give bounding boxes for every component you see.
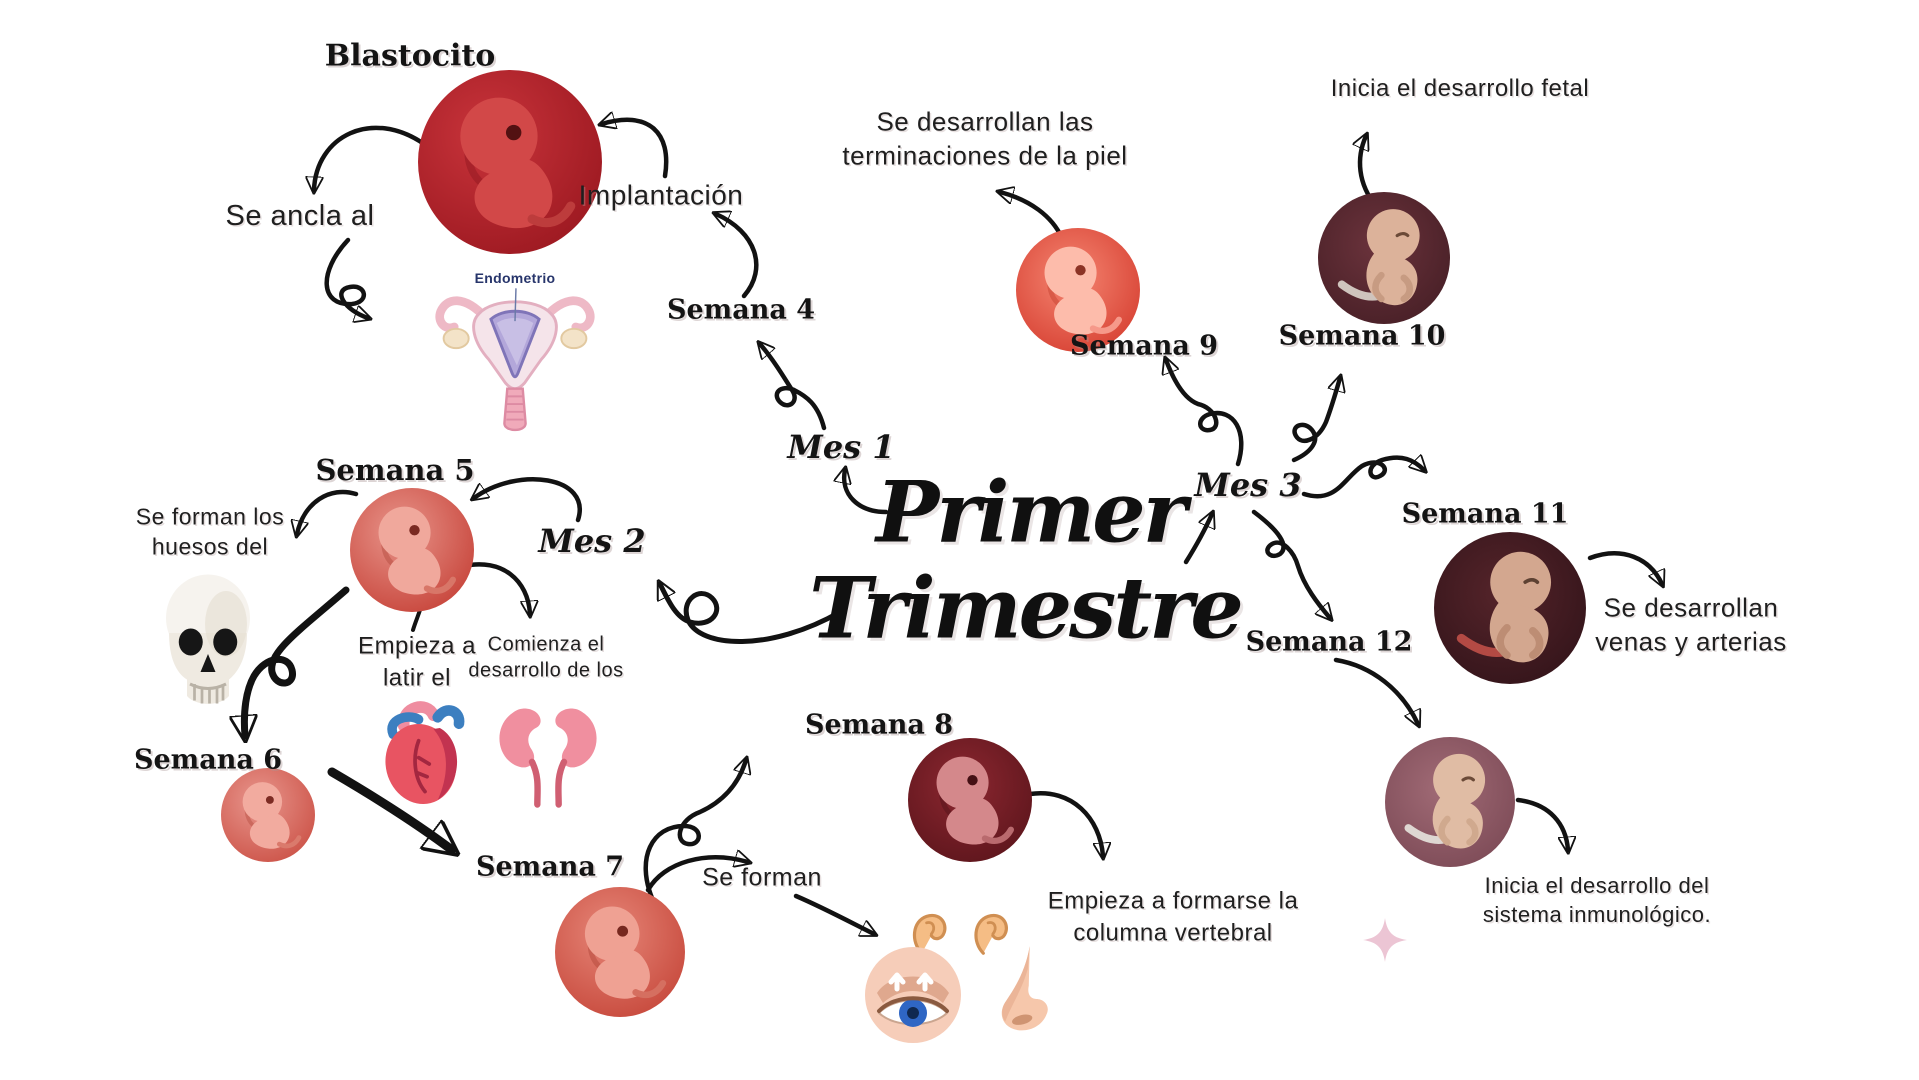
arrow-semana4-to-implantacion	[716, 214, 759, 299]
arrow-semana12-to-embryo	[1333, 657, 1418, 724]
embryo-image-semana10	[1318, 192, 1450, 324]
skull-icon	[160, 572, 256, 724]
month-label-mes1: Mes 1	[787, 428, 895, 466]
arrow-senses-note-to-icons	[793, 893, 874, 934]
page-title-line1: Primer	[876, 462, 1187, 562]
embryo-image-semana7	[555, 887, 685, 1017]
kidneys-icon	[489, 700, 607, 812]
nose-icon	[992, 940, 1058, 1040]
blastocito-label: Blastocito	[324, 38, 496, 74]
ear-icon	[968, 910, 1013, 958]
week-label-semana7: Semana 7	[475, 851, 625, 883]
sparkle-icon	[1363, 918, 1407, 962]
page-title-line2: Trimestre	[809, 558, 1244, 658]
uterus-icon	[433, 262, 597, 442]
arrow-title-to-mes3	[1183, 514, 1212, 565]
note-se-ancla: Se ancla al	[225, 199, 375, 232]
week-label-semana4: Semana 4	[666, 294, 816, 326]
endometrio-label: Endometrio	[474, 270, 556, 286]
arrow-semana11-to-vessels-note	[1587, 551, 1662, 584]
embryo-image-semana5	[350, 488, 474, 612]
week-label-semana6: Semana 6	[133, 744, 283, 776]
note-implantacion: Implantación	[578, 179, 744, 211]
ear-icon	[908, 910, 950, 958]
embryo-image-semana12	[1385, 737, 1515, 867]
arrow-mes3-to-semana12	[1251, 509, 1330, 618]
month-label-mes2: Mes 2	[538, 522, 646, 560]
week-label-semana8: Semana 8	[804, 709, 954, 741]
arrow-blastocyst-to-anchor-note	[314, 125, 427, 190]
week-label-semana5: Semana 5	[315, 453, 475, 487]
embryo-image-semana9	[1016, 228, 1140, 352]
eye-icon	[861, 937, 971, 1047]
arrow-mes1-to-semana4	[760, 344, 827, 431]
note-fetal-development: Inicia el desarrollo fetal	[1330, 75, 1590, 103]
heart-icon	[372, 694, 478, 816]
arrow-semana5-to-skull-note	[297, 489, 359, 534]
arrow-mes3-to-semana11	[1301, 458, 1424, 499]
arrow-anchor-note-to-uterus	[324, 237, 368, 318]
arrow-mes3-to-semana9	[1166, 360, 1244, 467]
arrow-embryo12-to-immune-note	[1515, 797, 1568, 850]
embryo-image-semana11	[1434, 532, 1586, 684]
month-label-mes3: Mes 3	[1194, 466, 1302, 504]
arrow-implantacion-to-blastocyst	[602, 120, 669, 179]
week-label-semana12: Semana 12	[1245, 626, 1413, 658]
week-label-semana11: Semana 11	[1401, 498, 1569, 530]
arrow-semana8-to-spine-note	[1027, 790, 1103, 856]
arrow-mes3-to-semana10	[1291, 378, 1340, 463]
arrow-mes2-to-semana5	[474, 477, 582, 523]
arrow-semana5-to-semana6	[244, 586, 350, 736]
note-se-forman: Se forman	[702, 863, 822, 892]
embryo-image-semana6	[221, 768, 315, 862]
week-label-semana10: Semana 10	[1278, 320, 1446, 352]
week-label-semana9: Semana 9	[1069, 330, 1219, 362]
embryo-image-semana8	[908, 738, 1032, 862]
embryo-image-blastocyst	[418, 70, 602, 254]
